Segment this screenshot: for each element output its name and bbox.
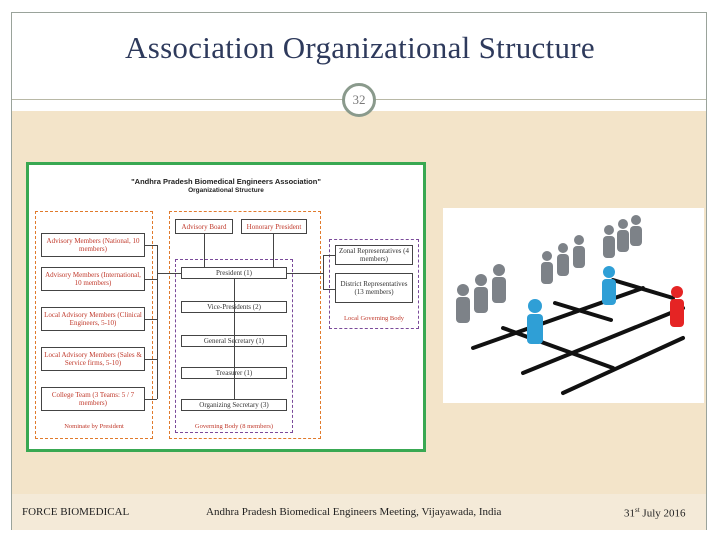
advisory-group: [35, 211, 153, 439]
org-chart-subtitle: Organizational Structure: [188, 187, 264, 194]
connector: [323, 289, 335, 290]
footer-bar: [12, 494, 706, 530]
footer-date-day: 31: [624, 507, 635, 520]
local-box: Zonal Representatives (4 members): [335, 245, 413, 265]
local-caption: Local Governing Body: [344, 315, 404, 322]
connector: [157, 245, 158, 399]
advisory-caption: Nominate by President: [64, 423, 124, 430]
connector: [287, 273, 323, 274]
governing-box: Organizing Secretary (3): [181, 399, 287, 411]
slide-number-badge: 32: [342, 83, 376, 117]
advisory-box: Advisory Members (National, 10 members): [41, 233, 145, 257]
advisory-board-box: Advisory Board: [175, 219, 233, 234]
top-group: [169, 211, 321, 439]
advisory-box: Local Advisory Members (Sales & Service …: [41, 347, 145, 371]
connector: [323, 255, 324, 289]
connector: [323, 255, 335, 256]
connector: [145, 359, 157, 360]
governing-group: [175, 259, 293, 433]
local-box: District Representatives (13 members): [335, 273, 413, 303]
connector: [157, 273, 181, 274]
connector: [145, 399, 157, 400]
footer-date-rest: July 2016: [639, 507, 686, 520]
org-chart-title: "Andhra Pradesh Biomedical Engineers Ass…: [131, 177, 321, 186]
advisory-box: Advisory Members (International, 10 memb…: [41, 267, 145, 291]
advisory-box: College Team (3 Teams: 5 / 7 members): [41, 387, 145, 411]
connector: [145, 279, 157, 280]
connector: [145, 319, 157, 320]
footer-left: FORCE BIOMEDICAL: [22, 506, 130, 518]
connector: [145, 245, 157, 246]
governing-caption: Governing Body (8 members): [194, 423, 274, 430]
footer-date: 31st July 2016: [624, 506, 686, 520]
connector: [234, 279, 235, 399]
footer-center: Andhra Pradesh Biomedical Engineers Meet…: [206, 506, 502, 518]
slide-title: Association Organizational Structure: [125, 30, 595, 65]
org-chart: "Andhra Pradesh Biomedical Engineers Ass…: [26, 162, 426, 452]
people-hierarchy-image: [443, 208, 704, 403]
local-group: [329, 239, 419, 329]
footer-date-suffix: st: [635, 506, 640, 514]
people-hierarchy-illustration: [456, 215, 685, 395]
connector: [204, 234, 205, 267]
honorary-president-box: Honorary President: [241, 219, 307, 234]
governing-box: President (1): [181, 267, 287, 279]
advisory-box: Local Advisory Members (Clinical Enginee…: [41, 307, 145, 331]
connector: [273, 234, 274, 267]
